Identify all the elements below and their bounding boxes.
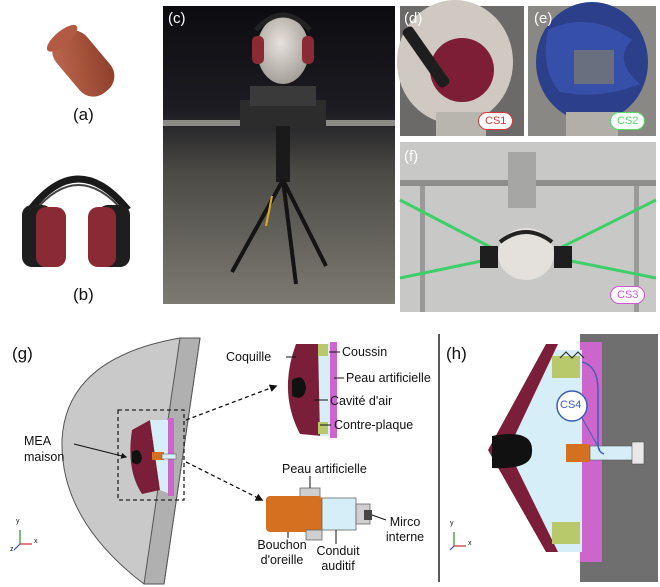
earmuff-section-zoom [287, 342, 337, 438]
label-mea: MEA [24, 434, 52, 448]
label-peau-artificielle-2: Peau artificielle [282, 462, 367, 476]
mea-pointer [73, 443, 128, 459]
axis-x-label-g: x [34, 538, 38, 545]
panel-label-b: (b) [73, 285, 94, 304]
label-oreille: d'oreille [260, 553, 304, 567]
panel-label-a: (a) [73, 105, 94, 124]
half-head-section [61, 337, 201, 585]
panel-label-c: (c) [168, 10, 186, 27]
label-bouchon: Bouchon [257, 538, 307, 552]
label-mirco: Mirco [389, 515, 421, 529]
badge-cs4: CS4 [560, 399, 582, 411]
axis-y-label-h: y [450, 520, 454, 527]
config-cs1-photo [397, 0, 524, 136]
panel-label-d: (d) [404, 10, 423, 27]
axis-z-label-g: z [10, 546, 14, 553]
badge-cs2: CS2 [610, 112, 646, 130]
axis-x-label-h: x [468, 540, 472, 547]
earmuff-photo [22, 175, 131, 267]
label-maison: maison [24, 450, 65, 464]
dummy-head-photo [163, 6, 395, 304]
zoom-arrow-earmuff [185, 384, 278, 421]
label-contre-plaque: Contre-plaque [334, 418, 414, 432]
zoom-arrow-earcanal [185, 461, 264, 501]
label-coquille: Coquille [226, 350, 272, 364]
badge-cs1: CS1 [478, 112, 514, 130]
config-cs3-photo [399, 142, 657, 312]
axis-triad-g [13, 530, 32, 551]
earplug-photo [46, 24, 115, 97]
earmuff-head-section-h [488, 334, 658, 582]
panel-label-f: (f) [404, 148, 419, 165]
axis-triad-h [449, 532, 466, 551]
label-cavite-air: Cavité d'air [330, 394, 393, 408]
badge-cs3: CS3 [610, 286, 646, 304]
label-coussin: Coussin [342, 345, 388, 359]
panel-label-g: (g) [12, 344, 33, 363]
panel-label-h: (h) [446, 344, 467, 363]
earcanal-section-zoom [266, 487, 372, 541]
label-auditif: auditif [321, 559, 355, 573]
panel-label-e: (e) [534, 10, 553, 27]
label-interne: interne [385, 530, 425, 544]
axis-y-label-g: y [16, 518, 20, 525]
label-conduit: Conduit [316, 544, 360, 558]
label-peau-artificielle: Peau artificielle [346, 371, 431, 385]
